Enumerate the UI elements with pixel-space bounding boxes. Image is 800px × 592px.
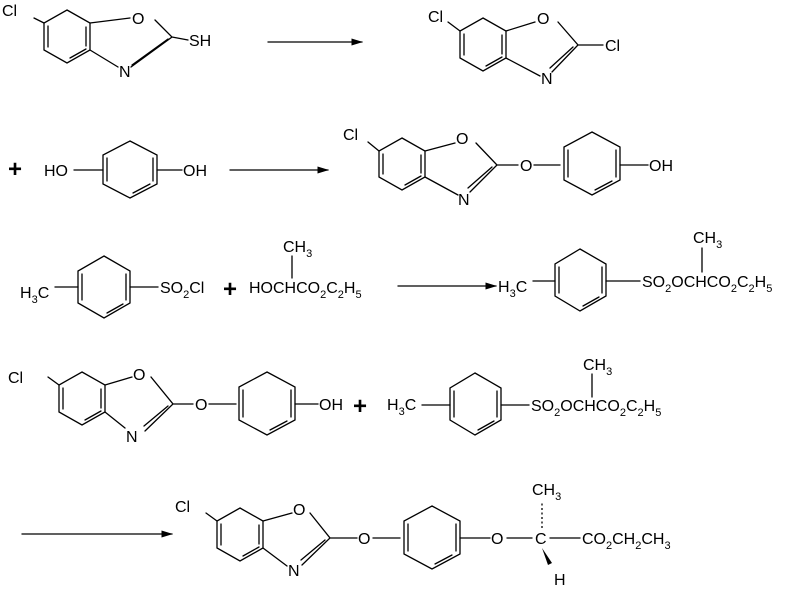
so2cl-group: SO2Cl [160, 280, 204, 301]
ethyl-lactate-formula: HOCHCO2C2H5 [249, 280, 362, 301]
atom-o: O [537, 11, 549, 28]
hydroquinone-structure: HO OH [44, 140, 207, 199]
tosylate-ester-formula: SO2OCHCO2C2H5 [642, 274, 772, 295]
plus-sign: + [8, 156, 22, 183]
h3c-group: H3C [20, 285, 49, 306]
ch3-group: CH3 [583, 357, 612, 378]
atom-n: N [119, 64, 131, 81]
atom-o: O [195, 397, 207, 414]
atom-o: O [520, 158, 532, 175]
h3c-group: H3C [498, 279, 527, 300]
atom-cl: Cl [605, 38, 620, 55]
atom-cl: Cl [2, 3, 17, 20]
ch3-group: CH3 [283, 239, 312, 260]
tosylate-ester-formula: SO2OCHCO2C2H5 [531, 398, 661, 419]
chiral-carbon: C [535, 531, 547, 548]
dichlorobenzoxazole-structure: Cl O N Cl [428, 9, 620, 88]
atom-n: N [126, 429, 138, 446]
ethyl-ester-formula: CO2CH2CH3 [582, 531, 671, 552]
atom-cl: Cl [8, 370, 23, 387]
mercaptobenzoxazole-structure: Cl O N SH [2, 3, 211, 81]
fenoxaprop-ethyl-structure: Cl O N O O C CH3 H CO2CH2CH3 [175, 482, 671, 589]
atom-o: O [132, 11, 144, 28]
ch3-group: CH3 [532, 482, 561, 503]
hydroxyphenoxy-benzoxazole-structure: Cl O N O OH [8, 367, 343, 446]
atom-n: N [288, 563, 300, 580]
atom-cl: Cl [175, 499, 190, 516]
atom-oh: OH [319, 397, 343, 414]
atom-o: O [491, 531, 503, 548]
atom-o: O [358, 531, 370, 548]
ethyl-lactate-structure: CH3 HOCHCO2C2H5 [249, 239, 362, 301]
atom-n: N [458, 192, 470, 209]
hydroxyphenoxy-benzoxazole-structure: Cl O N O OH [343, 127, 673, 209]
tosyl-chloride-structure: H3C SO2Cl [20, 255, 204, 319]
ethyl-tosyloxypropionate-structure: H3C CH3 SO2OCHCO2C2H5 [387, 357, 661, 436]
plus-sign: + [223, 276, 237, 303]
atom-h: H [554, 572, 566, 589]
atom-cl: Cl [343, 127, 358, 144]
atom-cl: Cl [428, 9, 443, 26]
atom-o: O [133, 367, 145, 384]
plus-sign: + [353, 393, 367, 420]
atom-o: O [456, 131, 468, 148]
atom-oh: OH [183, 163, 207, 180]
h3c-group: H3C [387, 397, 416, 418]
atom-oh: OH [649, 158, 673, 175]
atom-n: N [541, 71, 553, 88]
atom-sh: SH [189, 33, 211, 50]
atom-ho: HO [44, 163, 68, 180]
atom-o: O [293, 502, 305, 519]
ethyl-tosyloxypropionate-structure: H3C CH3 SO2OCHCO2C2H5 [498, 230, 772, 312]
ch3-group: CH3 [693, 230, 722, 251]
